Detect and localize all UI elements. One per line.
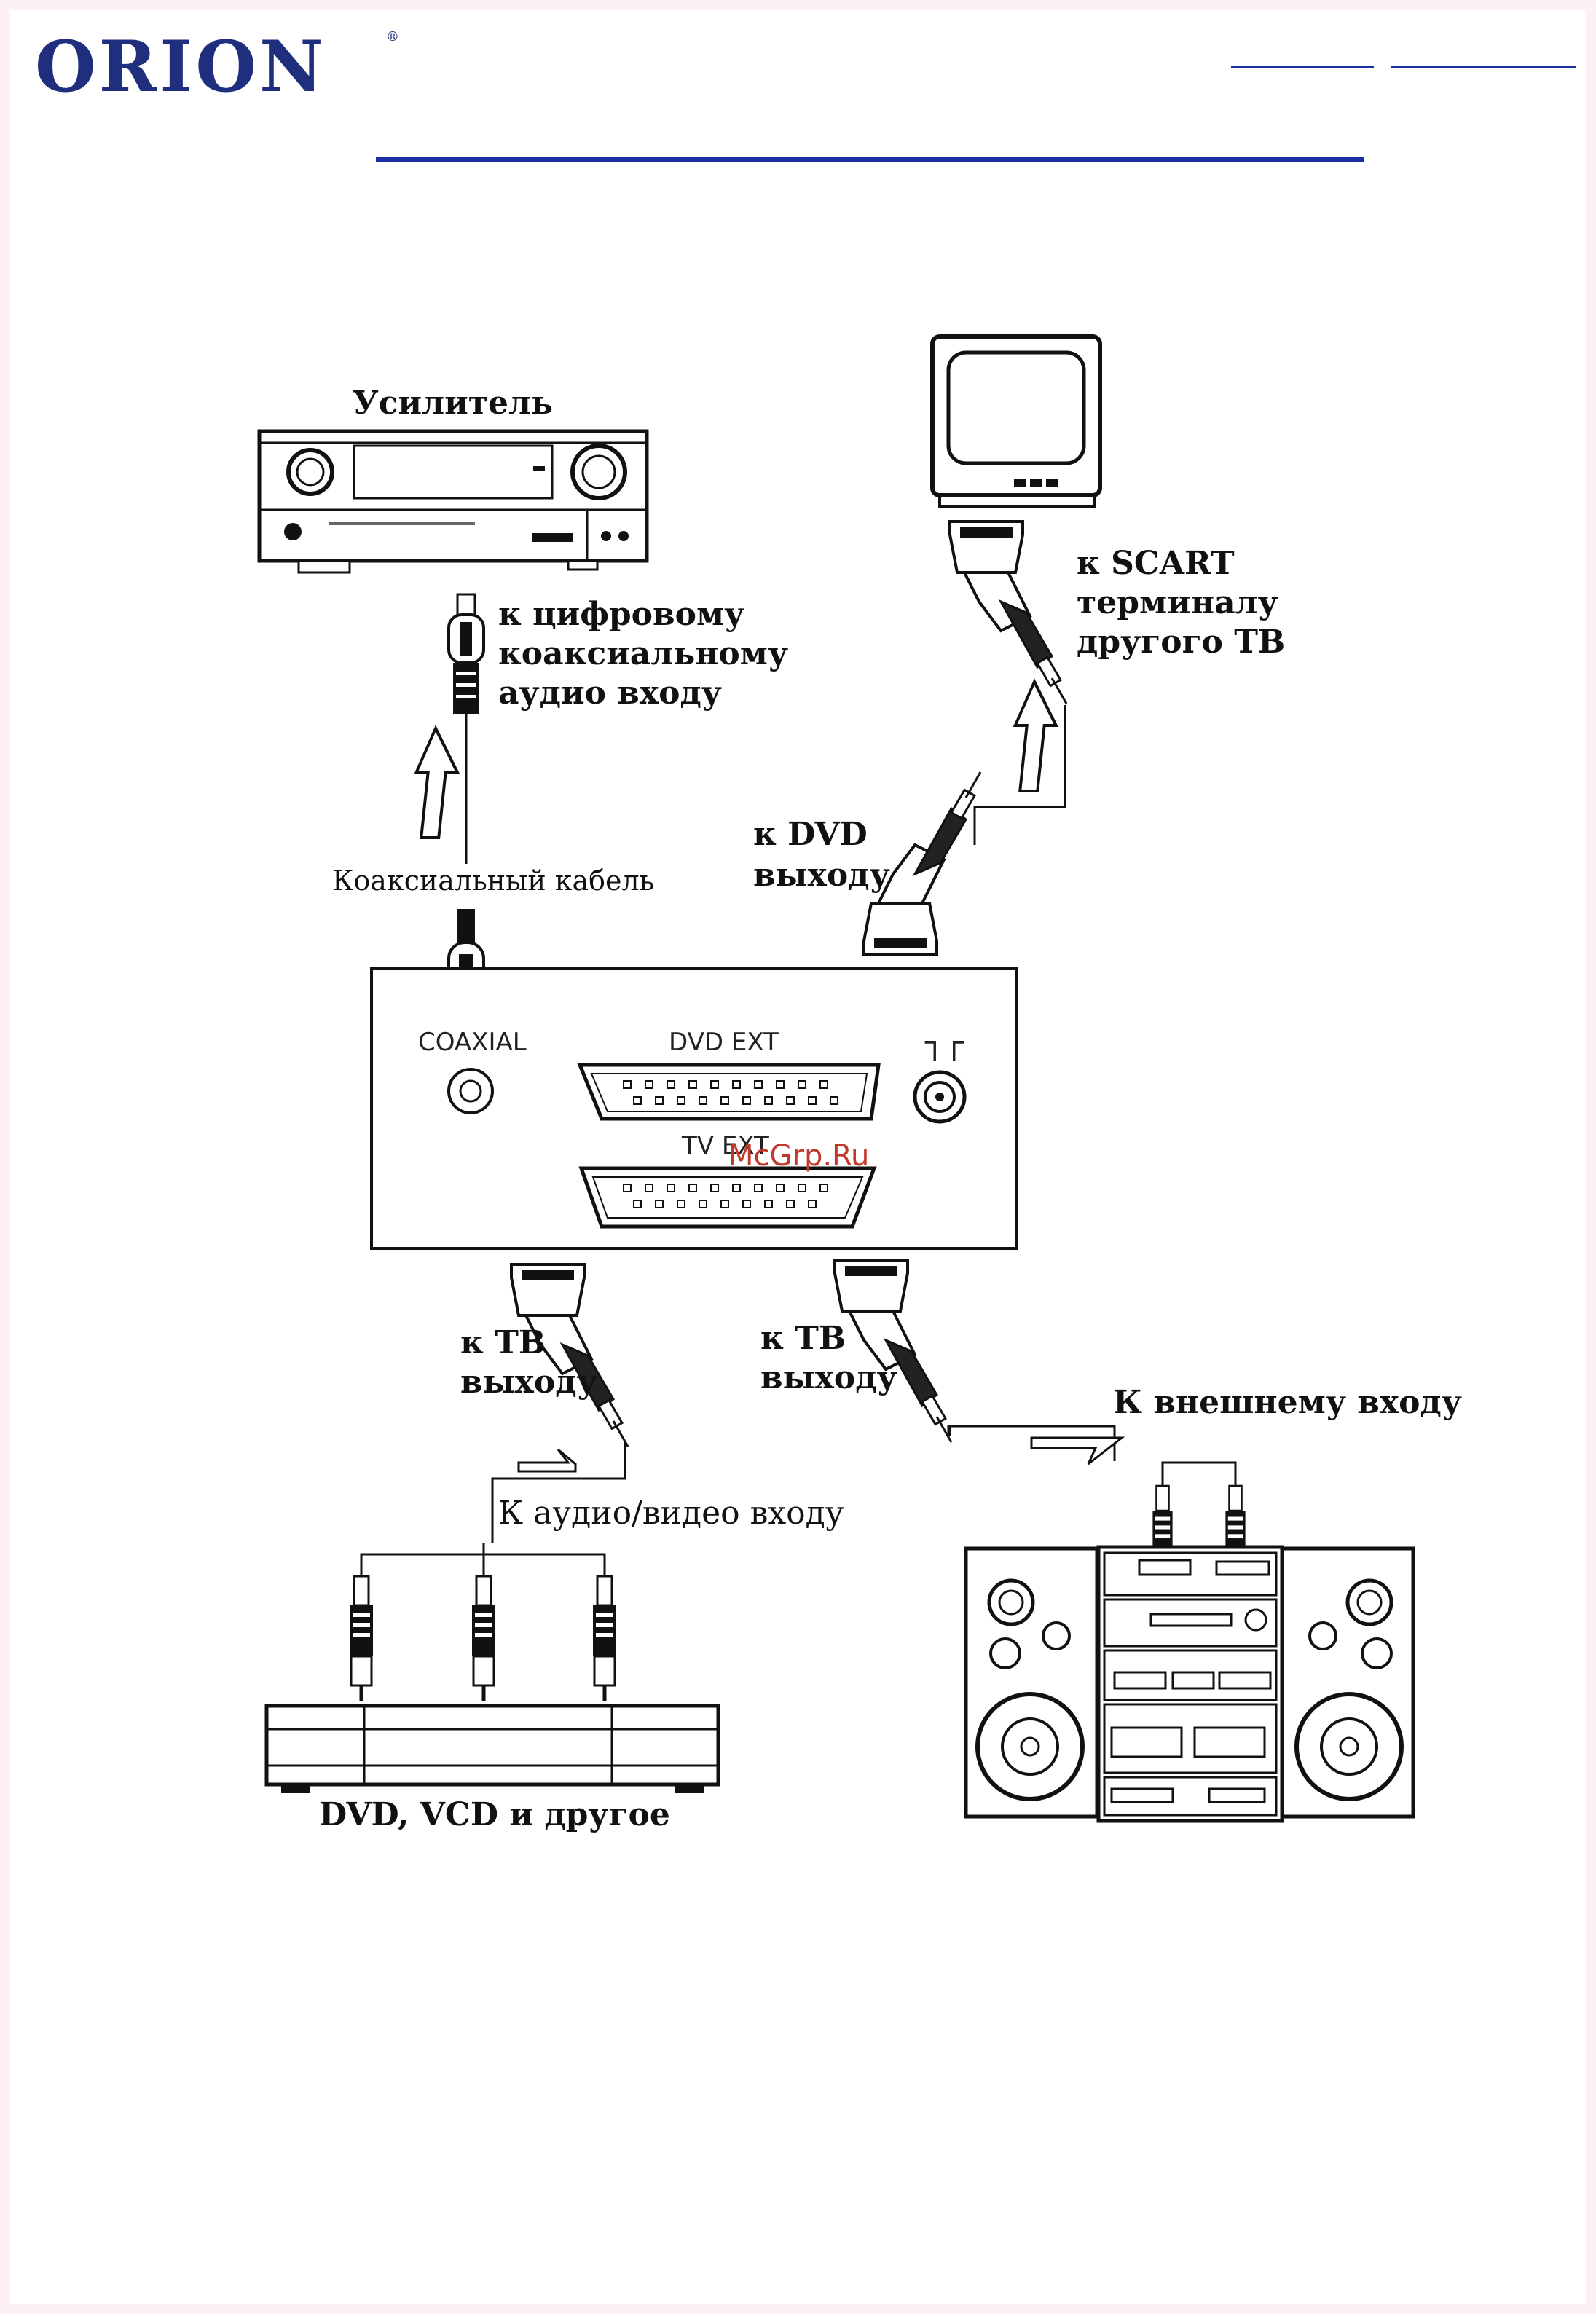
dvd-vcd-label: DVD, VCD и другое [319,1796,670,1833]
external-input-label: К внешнему входу [1113,1384,1462,1421]
tv-out-left-label-2: выходу [460,1363,597,1401]
rca-plug-3-icon [593,1576,616,1701]
tv-out-right-label-1: к ТВ [760,1320,846,1357]
amplifier-label: Усилитель [353,385,553,422]
tv-icon [932,337,1100,507]
tv-out-left-label-1: к ТВ [460,1324,546,1361]
dvd-out-label-1: к DVD [753,816,868,853]
av-input-label: К аудио/видео входу [498,1495,844,1532]
dvd-player-icon [267,1706,718,1793]
scart-other-tv-label-3: другого ТВ [1077,623,1285,661]
up-arrow-left-icon [409,728,462,838]
up-arrow-right-icon [1008,682,1061,791]
coaxial-jack-icon[interactable] [449,1069,492,1113]
scart-other-tv-label-1: к SCART [1077,545,1235,582]
scart-other-tv-label-2: терминалу [1077,584,1278,621]
dvd-ext-scart-socket-icon[interactable] [580,1065,878,1119]
hifi-system-icon [966,1547,1413,1821]
panel-coaxial-label: COAXIAL [418,1028,527,1057]
antenna-jack-icon[interactable] [915,1072,964,1122]
panel-dvd-ext-label: DVD EXT [669,1028,779,1057]
rca-plug-1-icon [350,1576,373,1701]
coax-cable-label: Коаксиальный кабель [332,865,654,897]
scart-plug-tv-icon [950,522,1066,704]
coax-input-label-2: коаксиальному [498,635,788,672]
coax-input-label-3: аудио входу [498,674,722,712]
watermark: McGrp.Ru [728,1139,869,1173]
right-arrow-right-icon [1031,1438,1122,1464]
coax-input-label-1: к цифровому [498,596,744,633]
dvd-out-label-2: выходу [753,857,890,894]
antenna-symbol-icon: ┐┌ [924,1024,964,1061]
coax-plug-top-icon [449,594,484,714]
tv-ext-scart-socket-icon[interactable] [581,1168,874,1227]
rca-plug-2-icon [472,1576,495,1701]
amplifier-icon [259,431,647,572]
tv-out-right-label-2: выходу [760,1359,897,1396]
right-arrow-left-icon [519,1449,575,1471]
scart-plug-tv-out-right-icon [835,1260,951,1442]
